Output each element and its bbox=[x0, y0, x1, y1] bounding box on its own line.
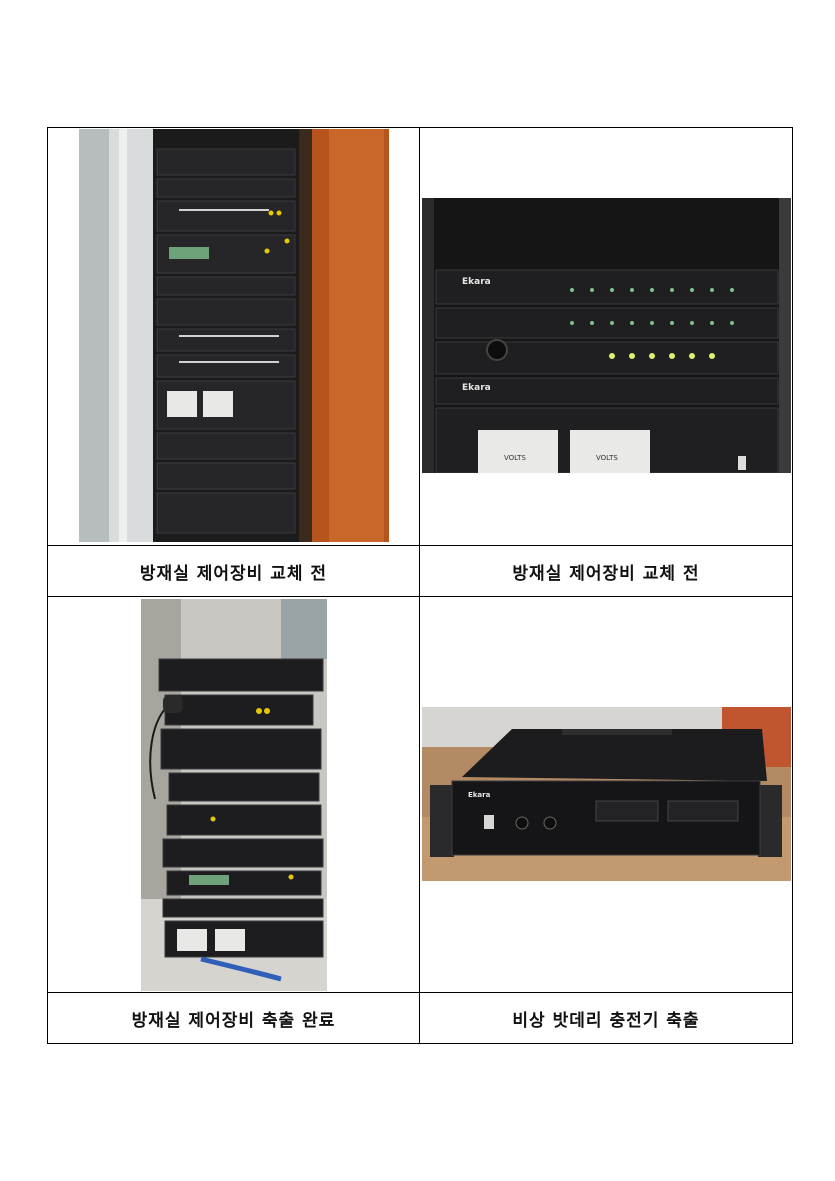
battery-charger-photo-icon: Ekara bbox=[422, 707, 791, 881]
brand-mark-3: Ekara bbox=[468, 791, 491, 799]
caption-cell-3: 방재실 제어장비 축출 완료 bbox=[47, 992, 420, 1044]
rack-photo-icon bbox=[79, 129, 389, 542]
photo-caption-2: 방재실 제어장비 교체 전 bbox=[512, 563, 700, 584]
photo-cell-2: Ekara Ekara bbox=[419, 127, 793, 546]
brand-mark-2: Ekara bbox=[462, 383, 491, 393]
stacked-equipment-photo-icon bbox=[141, 599, 327, 991]
photo-cell-3 bbox=[47, 596, 420, 993]
caption-cell-2: 방재실 제어장비 교체 전 bbox=[419, 545, 793, 597]
photo-caption-1: 방재실 제어장비 교체 전 bbox=[139, 563, 328, 584]
panel-closeup-photo-icon: Ekara Ekara bbox=[422, 198, 791, 473]
brand-mark-1: Ekara bbox=[462, 277, 491, 287]
volts-mark-2: VOLTS bbox=[596, 454, 618, 462]
photo-caption-3: 방재실 제어장비 축출 완료 bbox=[131, 1010, 336, 1031]
caption-cell-4: 비상 밧데리 충전기 축출 bbox=[419, 992, 793, 1044]
photo-table: Ekara Ekara bbox=[47, 127, 793, 1044]
photo-cell-4: Ekara bbox=[419, 596, 793, 993]
photo-cell-1 bbox=[47, 127, 420, 546]
volts-mark-1: VOLTS bbox=[504, 454, 526, 462]
caption-cell-1: 방재실 제어장비 교체 전 bbox=[47, 545, 420, 597]
photo-caption-4: 비상 밧데리 충전기 축출 bbox=[512, 1010, 700, 1031]
